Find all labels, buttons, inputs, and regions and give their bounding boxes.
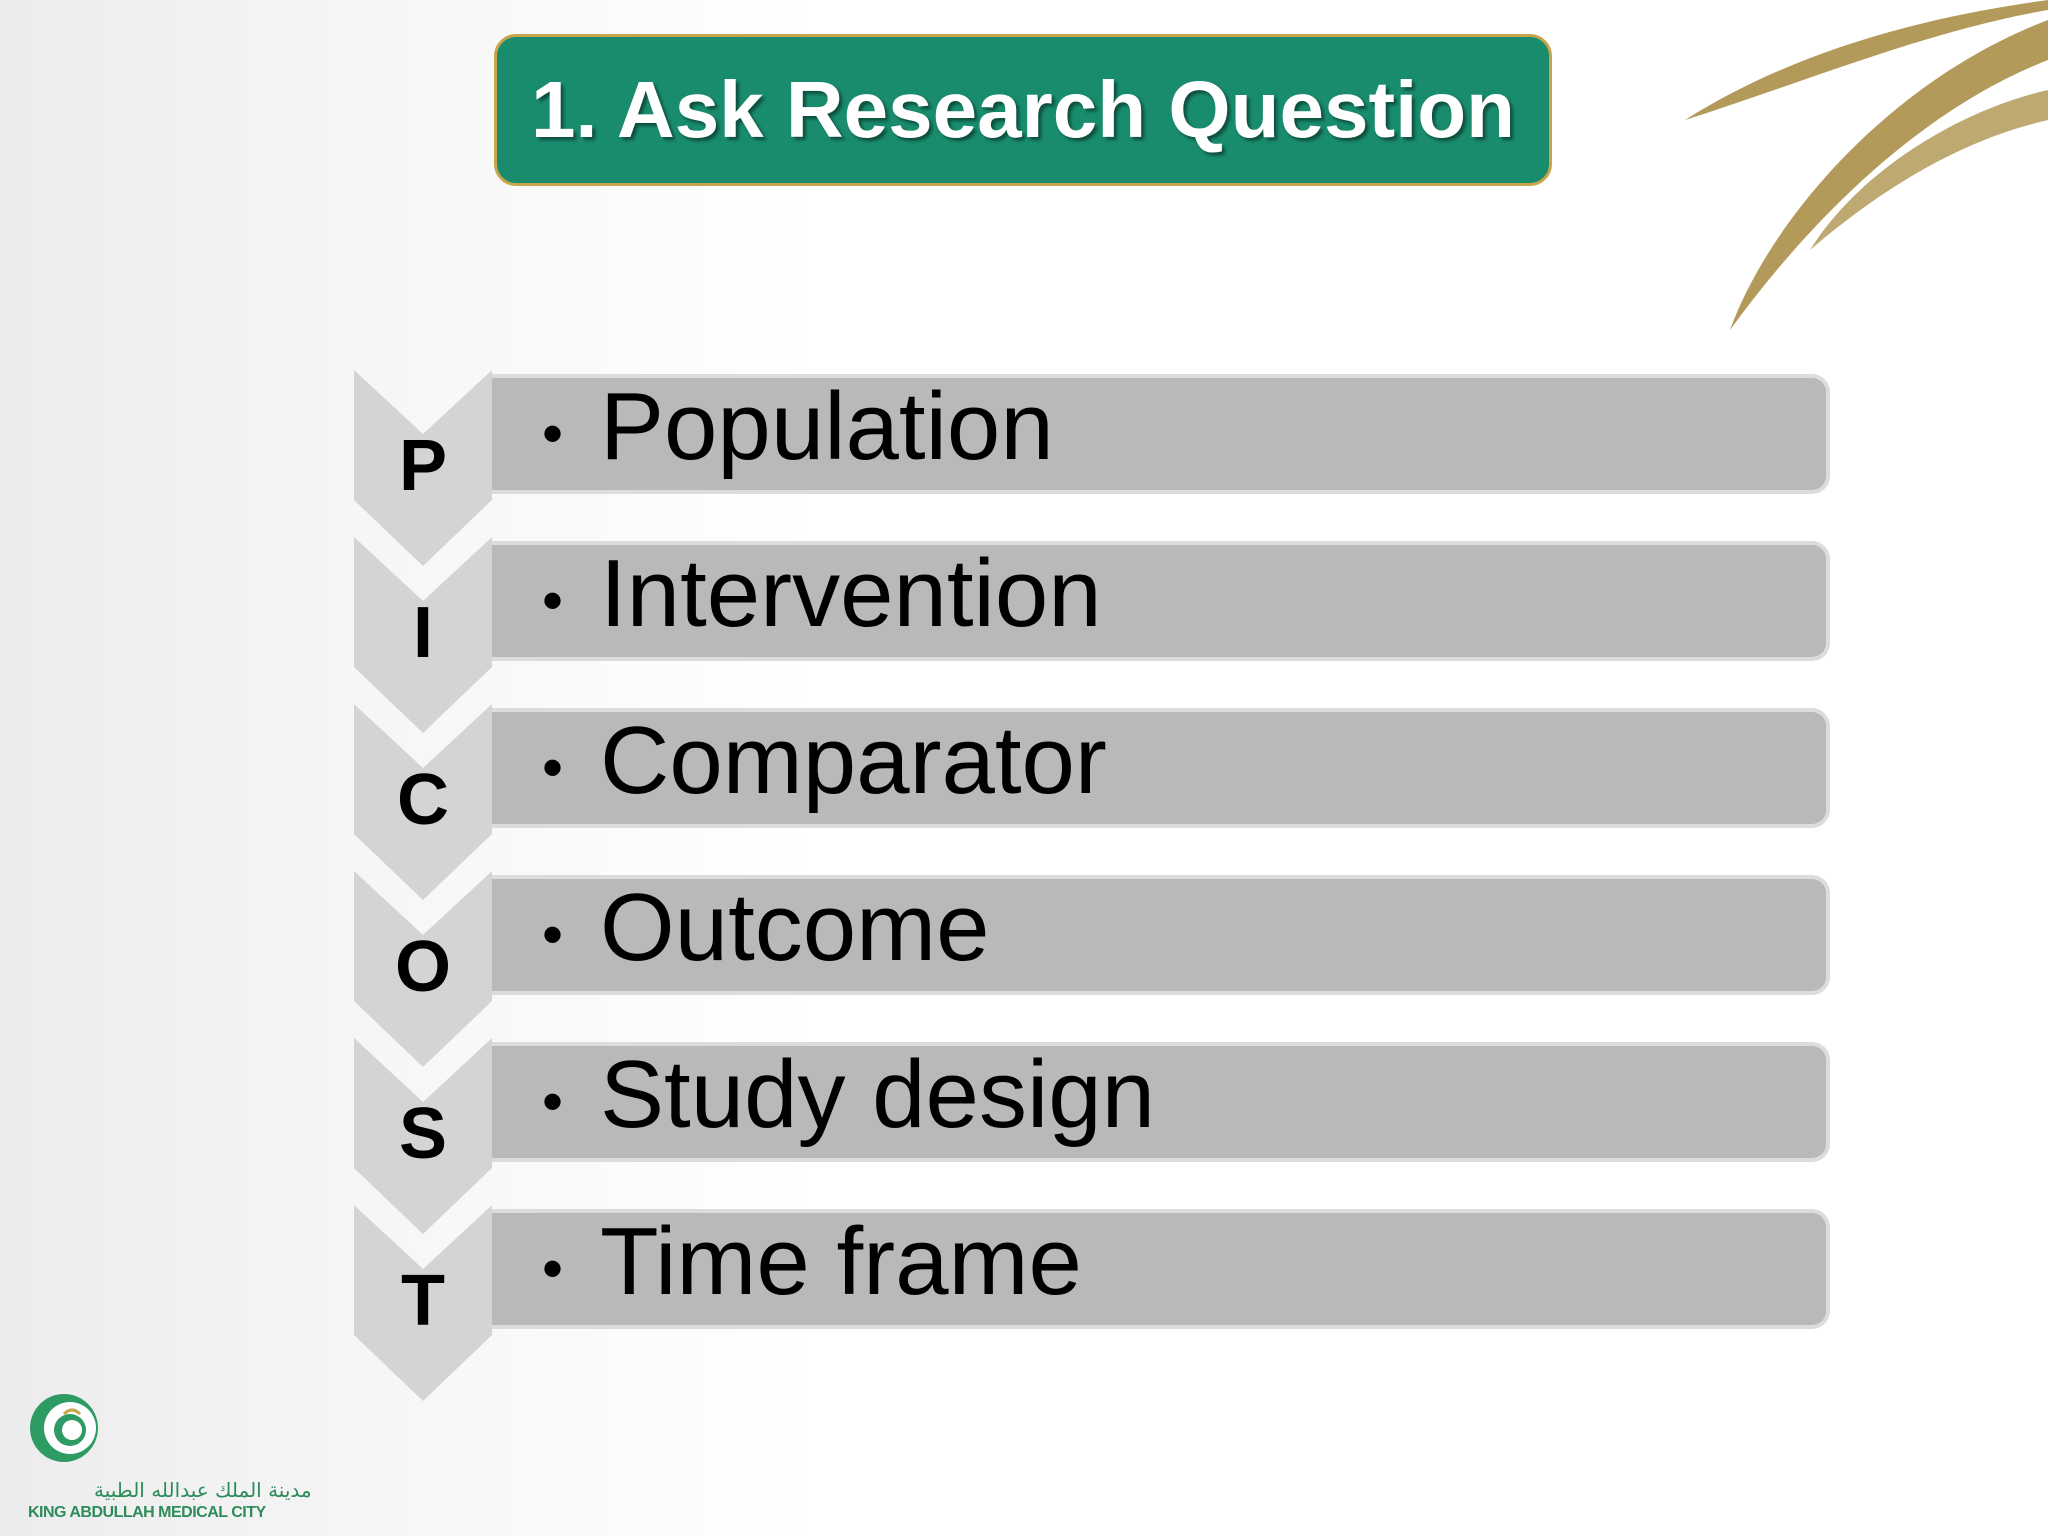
slide-title: 1. Ask Research Question [530, 65, 1516, 154]
picots-bar-population: • Population [492, 374, 1830, 494]
bullet: • [542, 567, 564, 634]
picots-letter: C [397, 760, 449, 840]
picots-bar-outcome: • Outcome [492, 875, 1830, 995]
logo-arabic-text: مدينة الملك عبدالله الطبية [94, 1478, 312, 1502]
picots-label: Outcome [600, 874, 990, 981]
chevron-c [354, 704, 492, 904]
picots-label: Population [600, 373, 1054, 480]
picots-bar-comparator: • Comparator [492, 708, 1830, 828]
logo-emblem-icon [30, 1394, 98, 1462]
chevron-t [354, 1205, 492, 1405]
picots-list: P • Population I • Intervention C • Comp… [354, 370, 1848, 1410]
chevron-o [354, 871, 492, 1071]
logo-english-text: KING ABDULLAH MEDICAL CITY [28, 1504, 266, 1521]
picots-letter: S [398, 1094, 448, 1174]
bullet: • [542, 1068, 564, 1135]
chevron-i [354, 537, 492, 737]
picots-letter: T [401, 1261, 445, 1341]
picots-letter: P [398, 426, 448, 506]
picots-label: Study design [600, 1041, 1156, 1148]
king-abdullah-medical-city-logo: مدينة الملك عبدالله الطبية KING ABDULLAH… [24, 1388, 354, 1528]
picots-bar-intervention: • Intervention [492, 541, 1830, 661]
gold-swoosh-decoration [1685, 0, 2048, 330]
chevron-p [354, 370, 492, 570]
bullet: • [542, 1235, 564, 1302]
picots-bar-study-design: • Study design [492, 1042, 1830, 1162]
picots-label: Comparator [600, 707, 1107, 814]
bullet: • [542, 901, 564, 968]
picots-letter: O [394, 927, 451, 1007]
picots-label: Time frame [600, 1208, 1082, 1315]
title-banner: 1. Ask Research Question [494, 34, 1552, 186]
picots-bar-time-frame: • Time frame [492, 1209, 1830, 1329]
bullet: • [542, 400, 564, 467]
picots-label: Intervention [600, 540, 1102, 647]
picots-letter: I [412, 593, 433, 673]
chevron-s [354, 1038, 492, 1238]
bullet: • [542, 734, 564, 801]
